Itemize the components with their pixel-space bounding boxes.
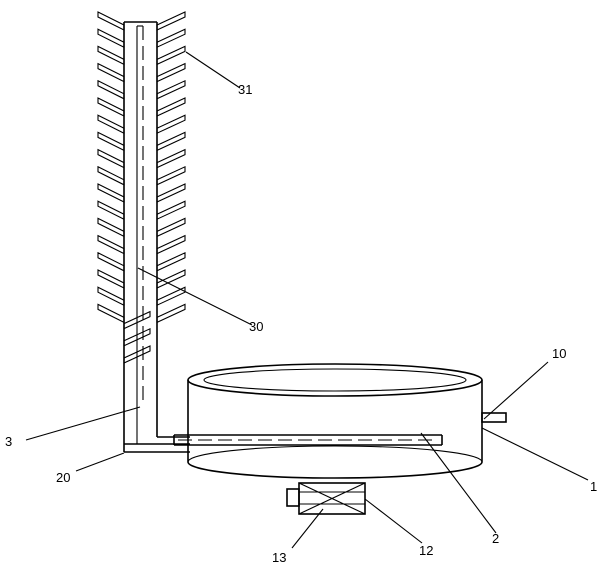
fin-right <box>157 236 185 254</box>
fin-left <box>98 167 124 185</box>
fin-right <box>157 46 185 64</box>
fin-left <box>98 184 124 202</box>
fin-left <box>98 29 124 47</box>
spray-pipe <box>174 435 442 445</box>
label-3: 3 <box>5 434 12 449</box>
fin-right <box>157 184 185 202</box>
fin-left <box>98 46 124 64</box>
fin-left <box>98 150 124 168</box>
fin-right <box>157 150 185 168</box>
label-31: 31 <box>238 82 252 97</box>
fin-left <box>98 98 124 116</box>
fin-right <box>157 98 185 116</box>
right-fins <box>157 12 185 322</box>
label-12: 12 <box>419 543 433 558</box>
fin-left <box>98 304 124 322</box>
basin <box>188 364 482 478</box>
fin-right <box>157 304 185 322</box>
label-20: 20 <box>56 470 70 485</box>
fin-right <box>157 29 185 47</box>
label-10: 10 <box>552 346 566 361</box>
fin-left <box>98 253 124 271</box>
fin-left <box>98 64 124 82</box>
fin-right <box>157 132 185 150</box>
fin-right <box>157 201 185 219</box>
fin-left <box>98 201 124 219</box>
inner-pipe <box>137 26 143 444</box>
fin-right <box>157 253 185 271</box>
fin-left <box>98 270 124 288</box>
fin-right <box>157 115 185 133</box>
fin-left <box>98 218 124 236</box>
fin-left <box>98 115 124 133</box>
fin-left <box>98 12 124 30</box>
fin-left <box>98 287 124 305</box>
fin-right <box>157 64 185 82</box>
label-30: 30 <box>249 319 263 334</box>
fin-right <box>157 218 185 236</box>
fin-right <box>157 167 185 185</box>
vertical-tube <box>124 22 157 452</box>
fin-left <box>98 81 124 99</box>
label-1: 1 <box>590 479 597 494</box>
label-13: 13 <box>272 550 286 565</box>
pump-motor <box>287 483 365 514</box>
fin-right <box>157 12 185 30</box>
fin-left <box>98 132 124 150</box>
fin-left <box>98 236 124 254</box>
label-2: 2 <box>492 531 499 546</box>
fin-right <box>157 81 185 99</box>
